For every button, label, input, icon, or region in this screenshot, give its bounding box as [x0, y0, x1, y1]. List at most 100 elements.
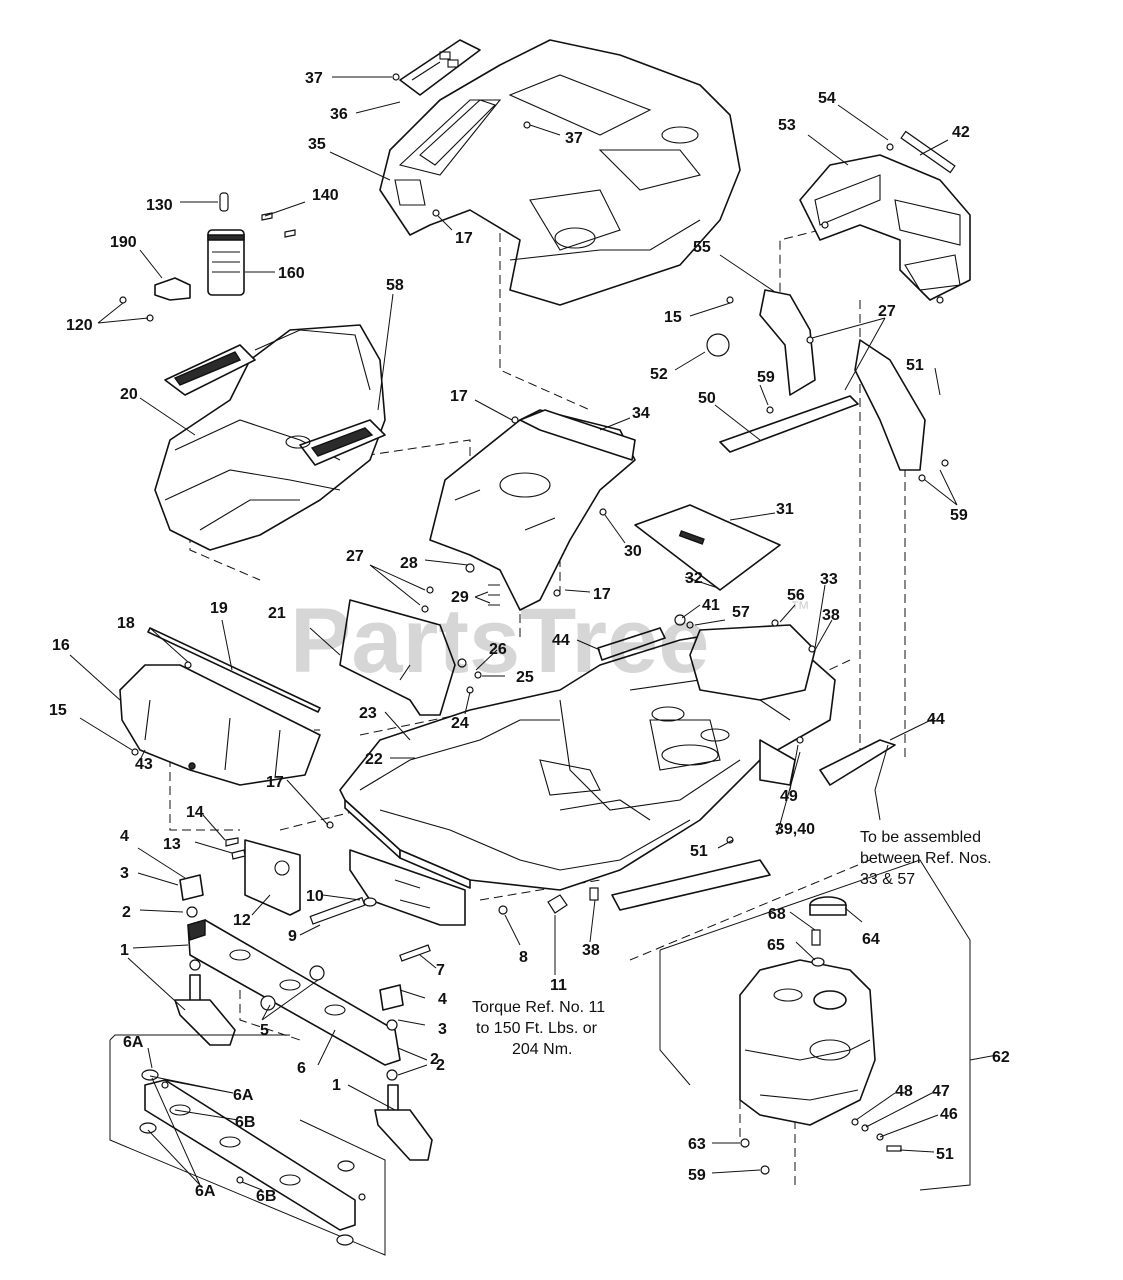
callout-18: 18: [117, 615, 135, 632]
callout-130: 130: [146, 197, 173, 214]
callout-37a: 37: [305, 70, 323, 87]
callout-5: 5: [260, 1022, 269, 1039]
console-body-shell: [379, 39, 741, 306]
callout-58: 58: [386, 277, 404, 294]
main-frame: [339, 624, 836, 891]
callout-20: 20: [120, 386, 138, 403]
callout-1a: 1: [120, 942, 129, 959]
callout-3a: 3: [120, 865, 129, 882]
callout-2c: 2: [436, 1057, 445, 1074]
callout-15a: 15: [664, 309, 682, 326]
callout-29: 29: [451, 589, 469, 606]
callout-27b: 27: [346, 548, 364, 565]
callout-64: 64: [862, 931, 880, 948]
callout-17a: 17: [455, 230, 473, 247]
callout-26: 26: [489, 641, 507, 658]
callout-59b: 59: [950, 507, 968, 524]
callout-47: 47: [932, 1083, 950, 1100]
svg-text:204 Nm.: 204 Nm.: [512, 1041, 572, 1058]
callout-17c: 17: [593, 586, 611, 603]
callout-44a: 44: [552, 632, 570, 649]
callout-13: 13: [163, 836, 181, 853]
cover-plate: [634, 504, 781, 591]
callout-68: 68: [768, 906, 786, 923]
callout-4b: 4: [438, 991, 447, 1008]
callout-190: 190: [110, 234, 137, 251]
callout-3b: 3: [438, 1021, 447, 1038]
callout-63: 63: [688, 1136, 706, 1153]
callout-17d: 17: [266, 774, 284, 791]
callout-32: 32: [685, 570, 703, 587]
callout-2b: 2: [430, 1051, 439, 1068]
callout-36: 36: [330, 106, 348, 123]
callout-16: 16: [52, 637, 70, 654]
callout-15b: 15: [49, 702, 67, 719]
svg-text:Torque Ref. No. 11: Torque Ref. No. 11: [472, 999, 605, 1016]
callout-57: 57: [732, 604, 750, 621]
callout-25: 25: [516, 669, 534, 686]
svg-text:33 & 57: 33 & 57: [860, 871, 915, 888]
callout-23: 23: [359, 705, 377, 722]
seat-mount-plate: [706, 289, 949, 482]
fuel-tank-box: [659, 859, 971, 1191]
callout-41: 41: [702, 597, 720, 614]
torque-note: Torque Ref. No. 11 to 150 Ft. Lbs. or 20…: [472, 999, 605, 1058]
callout-34: 34: [632, 405, 650, 422]
callout-14: 14: [186, 804, 204, 821]
callout-33: 33: [820, 571, 838, 588]
callout-59a: 59: [757, 369, 775, 386]
callout-labels: 37 36 37 35 17 130 140 190 160 120 58 20…: [49, 70, 1010, 1205]
svg-text:PartsTree: PartsTree: [290, 590, 709, 692]
callout-140: 140: [312, 187, 339, 204]
callout-38a: 38: [822, 607, 840, 624]
callout-4a: 4: [120, 828, 129, 845]
callout-7: 7: [436, 962, 445, 979]
callout-62: 62: [992, 1049, 1010, 1066]
callout-48: 48: [895, 1083, 913, 1100]
callout-59c: 59: [688, 1167, 706, 1184]
callout-11: 11: [550, 977, 567, 994]
callout-28: 28: [400, 555, 418, 572]
callout-21: 21: [268, 605, 286, 622]
callout-120: 120: [66, 317, 93, 334]
seat-bracket: [799, 130, 971, 301]
callout-43: 43: [135, 756, 153, 773]
callout-24: 24: [451, 715, 469, 732]
callout-3940: 39,40: [775, 821, 815, 838]
svg-text:™: ™: [790, 598, 810, 620]
callout-54: 54: [818, 90, 836, 107]
svg-text:to 150 Ft. Lbs. or: to 150 Ft. Lbs. or: [476, 1020, 598, 1037]
front-axle: [179, 874, 404, 1066]
callout-17b: 17: [450, 388, 468, 405]
callout-44b: 44: [927, 711, 945, 728]
callout-50: 50: [698, 390, 716, 407]
callout-37b: 37: [565, 130, 583, 147]
callout-6: 6: [297, 1060, 306, 1077]
callout-52: 52: [650, 366, 668, 383]
assembly-note: To be assembled between Ref. Nos. 33 & 5…: [860, 829, 992, 888]
callout-6B2: 6B: [256, 1188, 276, 1205]
callout-46: 46: [940, 1106, 958, 1123]
callout-38b: 38: [582, 942, 600, 959]
callout-160: 160: [278, 265, 305, 282]
callout-8: 8: [519, 949, 528, 966]
callout-19: 19: [210, 600, 228, 617]
storage-pod: [119, 192, 296, 322]
skid-plates: [597, 627, 896, 911]
callout-9: 9: [288, 928, 297, 945]
callout-35: 35: [308, 136, 326, 153]
watermark: PartsTree ™: [290, 590, 810, 692]
axle-detail-box: [109, 1034, 386, 1256]
callout-22: 22: [365, 751, 383, 768]
callout-27a: 27: [878, 303, 896, 320]
callout-51c: 51: [936, 1146, 954, 1163]
callout-53: 53: [778, 117, 796, 134]
callout-6B1: 6B: [235, 1114, 255, 1131]
leader-lines: [69, 76, 998, 1191]
shield-panel: [339, 586, 482, 749]
callout-1b: 1: [332, 1077, 341, 1094]
callout-65: 65: [767, 937, 785, 954]
seat-pan: [429, 409, 636, 611]
callout-2a: 2: [122, 904, 131, 921]
